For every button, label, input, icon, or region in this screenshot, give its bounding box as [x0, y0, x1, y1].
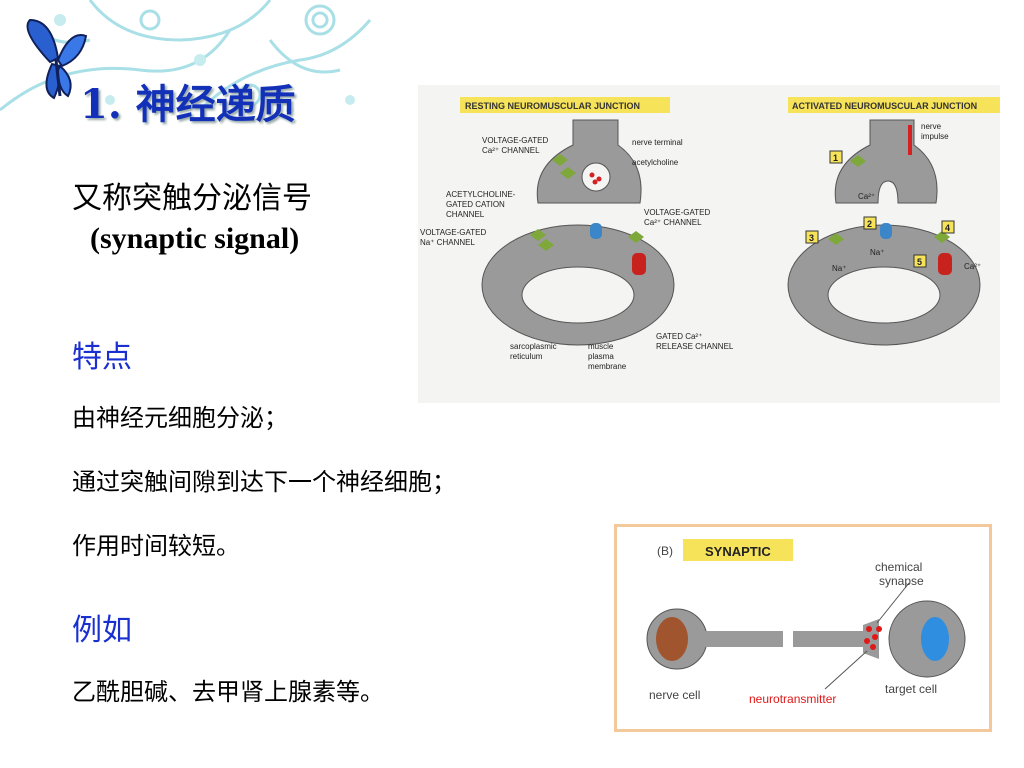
svg-text:3: 3: [809, 233, 814, 243]
svg-text:muscle: muscle: [588, 342, 614, 351]
activated-title: ACTIVATED NEUROMUSCULAR JUNCTION: [792, 101, 977, 111]
synapse-label: synapse: [879, 574, 924, 588]
svg-text:4: 4: [945, 223, 950, 233]
svg-text:Na⁺: Na⁺: [832, 264, 846, 273]
svg-text:Na⁺: Na⁺: [870, 248, 884, 257]
svg-text:GATED Ca²⁺: GATED Ca²⁺: [656, 332, 702, 341]
butterfly-icon: [26, 18, 88, 100]
feature-item: 通过突触间隙到达下一个神经细胞；: [72, 468, 456, 496]
examples-heading: 例如: [72, 613, 132, 648]
svg-text:nerve: nerve: [921, 122, 942, 131]
svg-text:plasma: plasma: [588, 352, 614, 361]
svg-text:GATED CATION: GATED CATION: [446, 200, 505, 209]
features-heading: 特点: [72, 340, 132, 375]
svg-text:1: 1: [833, 153, 838, 163]
svg-text:sarcoplasmic: sarcoplasmic: [510, 342, 557, 351]
feature-item: 由神经元细胞分泌；: [72, 404, 288, 432]
synaptic-title: SYNAPTIC: [705, 544, 771, 559]
chemical-label: chemical: [875, 560, 922, 574]
neuromuscular-junction-figure: RESTING NEUROMUSCULAR JUNCTION ACTIVATED…: [418, 85, 1000, 403]
svg-text:Na⁺ CHANNEL: Na⁺ CHANNEL: [420, 238, 475, 247]
neurotransmitter-label: neurotransmitter: [749, 692, 836, 706]
svg-text:5: 5: [917, 257, 922, 267]
svg-text:VOLTAGE-GATED: VOLTAGE-GATED: [482, 136, 548, 145]
svg-text:Ca²⁺: Ca²⁺: [858, 192, 875, 201]
svg-text:membrane: membrane: [588, 362, 627, 371]
svg-text:acetylcholine: acetylcholine: [632, 158, 679, 167]
nerve-cell-label: nerve cell: [649, 688, 700, 702]
svg-text:VOLTAGE-GATED: VOLTAGE-GATED: [420, 228, 486, 237]
svg-text:nerve terminal: nerve terminal: [632, 138, 683, 147]
corner-decoration: [0, 0, 372, 114]
svg-text:impulse: impulse: [921, 132, 949, 141]
svg-text:ACETYLCHOLINE-: ACETYLCHOLINE-: [446, 190, 516, 199]
svg-text:2: 2: [867, 219, 872, 229]
examples-text: 乙酰胆碱、去甲肾上腺素等。: [72, 678, 384, 706]
synaptic-figure: (B) SYNAPTIC chemical synapse nerve cell…: [614, 524, 992, 732]
panel-label: (B): [657, 544, 673, 558]
svg-text:VOLTAGE-GATED: VOLTAGE-GATED: [644, 208, 710, 217]
svg-text:Ca²⁺ CHANNEL: Ca²⁺ CHANNEL: [644, 218, 702, 227]
target-cell-label: target cell: [885, 682, 937, 696]
svg-text:Ca²⁺: Ca²⁺: [964, 262, 981, 271]
svg-text:Ca²⁺ CHANNEL: Ca²⁺ CHANNEL: [482, 146, 540, 155]
page-title: 1. 神经递质: [80, 81, 296, 128]
svg-text:CHANNEL: CHANNEL: [446, 210, 485, 219]
svg-text:RELEASE CHANNEL: RELEASE CHANNEL: [656, 342, 734, 351]
feature-item: 作用时间较短。: [72, 532, 240, 560]
alias-english: (synaptic signal): [90, 222, 300, 255]
svg-text:reticulum: reticulum: [510, 352, 543, 361]
resting-title: RESTING NEUROMUSCULAR JUNCTION: [465, 101, 640, 111]
alias-text: 又称突触分泌信号: [72, 181, 312, 216]
